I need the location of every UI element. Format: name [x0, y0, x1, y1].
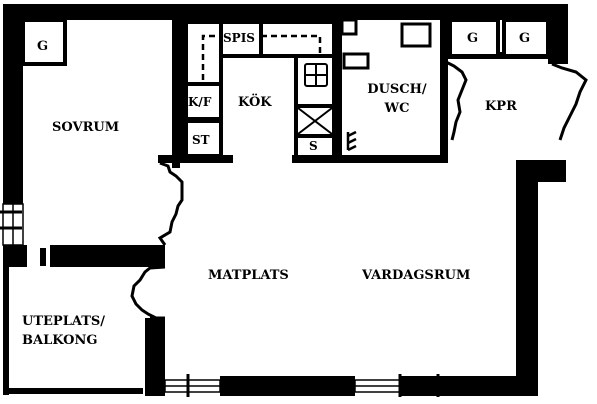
windows: [2, 203, 401, 393]
door-openings: [130, 60, 588, 320]
sink-icon: [304, 63, 328, 87]
label-room-uteplats-balkong: UTEPLATS/ BALKONG: [22, 312, 105, 350]
label-room-vardagsrum: VARDAGSRUM: [362, 268, 471, 283]
label-closet-bedroom: G: [37, 39, 49, 54]
label-closet-hall-2: G: [519, 31, 531, 46]
wall-left-upper: [3, 4, 23, 204]
wall-bedroom-bottom: [50, 245, 165, 267]
wall-bottom-terrace: [3, 388, 143, 394]
closet-hall-2: [502, 18, 550, 58]
wall-bottom-right-b: [440, 376, 538, 396]
towel-rail-icon: [346, 130, 357, 152]
label-room-dusch-line1: DUSCH/: [367, 82, 427, 97]
closet-hall-1: [448, 18, 500, 58]
wall-bath-right: [440, 18, 448, 163]
s-cabinet: [294, 134, 336, 159]
label-room-matplats: MATPLATS: [208, 268, 289, 283]
closet-bedroom: [21, 18, 67, 66]
label-room-uteplats-line2: BALKONG: [22, 333, 98, 348]
overhead-cabinets: [201, 34, 322, 80]
label-fixture-kf: K/F: [188, 95, 212, 109]
label-fixture-st: ST: [192, 133, 210, 147]
label-room-uteplats-line1: UTEPLATS/: [22, 314, 106, 329]
wall-bedroom-bottom-left: [9, 245, 27, 267]
wall-right-top: [548, 4, 568, 64]
washbasin-icon: [400, 22, 432, 48]
wall-ticks: [0, 210, 440, 397]
wall-bath-left: [334, 18, 342, 158]
label-closet-hall-1: G: [467, 31, 479, 46]
dishwasher-x-icon: [297, 107, 333, 135]
interior-walls: [9, 18, 550, 378]
label-room-sovrum: SOVRUM: [52, 120, 120, 135]
wall-right-lower: [516, 160, 538, 396]
wall-right-step: [516, 160, 566, 182]
wall-terrace-right: [145, 318, 165, 378]
bath-corner-box: [340, 18, 358, 36]
wall-kitchen-bottom-left: [158, 155, 233, 163]
outer-walls: [3, 4, 568, 396]
wall-bottom-right-a: [400, 376, 440, 396]
toilet-icon: [342, 52, 370, 70]
label-room-dusch-wc: DUSCH/ WC: [362, 80, 432, 118]
bathroom-fixtures: [340, 18, 432, 70]
storage-cabinet: [184, 119, 223, 158]
counter-top: [259, 20, 336, 58]
hall-closets: [448, 18, 550, 58]
kitchen-fixtures: [184, 20, 336, 159]
wall-left-lower: [3, 245, 9, 395]
wall-kitchen-bottom-right: [292, 155, 447, 163]
label-fixture-spis: SPIS: [223, 31, 255, 45]
label-room-kok: KÖK: [238, 95, 272, 110]
wall-bedroom-right: [172, 18, 180, 168]
label-fixture-s: S: [309, 139, 318, 153]
label-room-kpr: KPR: [485, 99, 517, 114]
wall-bottom-mid: [220, 376, 355, 396]
wall-top: [3, 4, 568, 20]
wall-bottom-corner: [145, 376, 165, 396]
label-room-dusch-line2: WC: [384, 101, 410, 116]
counter-left: [184, 20, 223, 86]
